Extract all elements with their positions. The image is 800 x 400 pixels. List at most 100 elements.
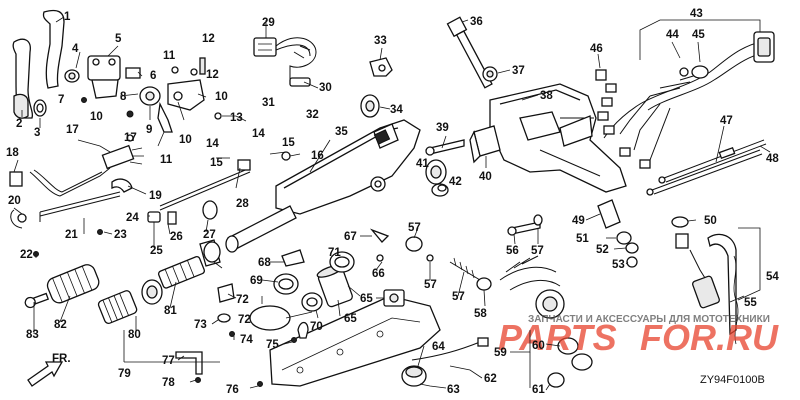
part-stop-bracket (425, 125, 501, 164)
callout-17b: 61 (532, 384, 545, 396)
callout-11a: 44 (666, 29, 679, 41)
callout-26: 63 (447, 384, 460, 396)
part-sensor-28 (401, 337, 489, 387)
callout-56: 76 (226, 384, 239, 396)
part-swivel-case (489, 83, 627, 193)
callout-15b: 46 (590, 43, 603, 55)
callout-33: 30 (319, 82, 332, 94)
callout-29: 24 (126, 212, 139, 224)
callout-36: 10 (215, 91, 228, 103)
leader-lines (13, 16, 771, 391)
callout-78: 53 (612, 259, 625, 271)
callout-69: 42 (449, 176, 462, 188)
watermark-brand-right: FOR.RU (640, 317, 779, 358)
callout-50: 38 (540, 90, 553, 102)
part-throttle-bracket (64, 55, 205, 133)
callout-17a: 60 (532, 340, 545, 352)
callout-46: 80 (128, 329, 141, 341)
callout-18: 17 (66, 124, 79, 136)
callout-31: 28 (236, 198, 249, 210)
callout-22: 55 (744, 297, 757, 309)
callout-63: 73 (194, 319, 207, 331)
callout-15a: 17 (124, 132, 137, 144)
callout-34: 65 (360, 293, 373, 305)
callout-40: 34 (390, 104, 403, 116)
callout-72a: 7 (58, 94, 64, 106)
callout-75: 8 (120, 91, 127, 103)
callout-53: 83 (26, 329, 39, 341)
callout-13: 21 (65, 229, 78, 241)
callout-65b: 15 (282, 137, 295, 149)
part-control-cables (646, 139, 767, 196)
callout-35: 58 (474, 308, 487, 320)
callout-10c: 71 (328, 247, 341, 259)
callout-27: 35 (335, 126, 348, 138)
callout-57b: 10 (90, 111, 103, 123)
callout-73: 11 (160, 154, 173, 166)
part-clip (369, 57, 393, 77)
part-lower-left-hardware (175, 283, 297, 387)
callout-54: 57 (452, 291, 465, 303)
callout-68: 57 (531, 245, 544, 257)
callout-44: 68 (258, 257, 271, 269)
callout-41: 13 (230, 112, 243, 124)
callout-71: 14 (252, 128, 265, 140)
callout-1: 47 (720, 115, 733, 127)
part-main-harness (595, 31, 775, 169)
callout-5: 1 (64, 11, 71, 23)
callout-76: 72 (238, 314, 251, 326)
callout-16: 59 (494, 347, 507, 359)
callout-37: 12 (206, 69, 219, 81)
callout-72b: 14 (206, 138, 219, 150)
callout-57c: 66 (372, 268, 385, 280)
callout-60b: 41 (416, 158, 429, 170)
callout-12a: 19 (149, 190, 162, 202)
callout-9: 43 (690, 8, 703, 20)
part-ignition-switch (499, 255, 593, 388)
part-link-rod (10, 178, 133, 257)
callout-25: 62 (484, 373, 497, 385)
callout-38: 12 (202, 33, 215, 45)
callout-48: 82 (54, 319, 67, 331)
callout-65a: 15 (210, 157, 223, 169)
callout-52: 74 (240, 334, 253, 346)
front-marker-label: FR. (52, 353, 71, 365)
watermark-caption: ЗАПЧАСТИ И АКСЕССУАРЫ ДЛЯ МОТОТЕХНИКИ (528, 314, 770, 325)
callout-12b: 20 (8, 195, 21, 207)
callout-11b: 45 (692, 29, 705, 41)
callout-60: 26 (170, 231, 183, 243)
front-direction-arrow: FR. (27, 353, 71, 387)
callout-80: 77 (162, 355, 175, 367)
part-throttle-grip (24, 200, 221, 324)
callout-32: 57 (408, 222, 421, 234)
callout-58: 32 (306, 109, 319, 121)
watermark: ЗАПЧАСТИ И АКСЕССУАРЫ ДЛЯ МОТОТЕХНИКИ PA… (498, 314, 779, 358)
callout-14b: 23 (114, 229, 127, 241)
part-tiller-arm (159, 119, 421, 253)
part-small-hardware (171, 57, 222, 120)
callout-51: 36 (470, 16, 483, 28)
callout-4: 48 (766, 153, 779, 165)
callout-6: 5 (115, 33, 122, 45)
callout-61: 50 (704, 215, 717, 227)
part-switch-harness (9, 134, 144, 197)
callout-42: 9 (146, 124, 152, 136)
callout-7: 65 (344, 313, 357, 325)
callout-79: 27 (203, 229, 216, 241)
watermark-brand-left: PARTS (498, 317, 617, 358)
callout-20: 72 (236, 294, 249, 306)
callout-23: 33 (374, 35, 387, 47)
part-bushing (360, 94, 380, 118)
callout-39: 11 (163, 50, 176, 62)
diagram-code: ZY94F0100B (700, 374, 765, 386)
callout-47: 81 (164, 305, 177, 317)
callout-2: 25 (150, 245, 163, 257)
callout-62: 52 (596, 244, 609, 256)
callout-21: 54 (766, 271, 779, 283)
callout-82: 2 (16, 118, 22, 130)
callout-43: 10 (179, 134, 192, 146)
callout-labels: 1 2 3 4 5 6 7 8 9 10 10 10 11 11 12 12 1… (6, 8, 779, 396)
part-long-bolt (446, 16, 498, 89)
